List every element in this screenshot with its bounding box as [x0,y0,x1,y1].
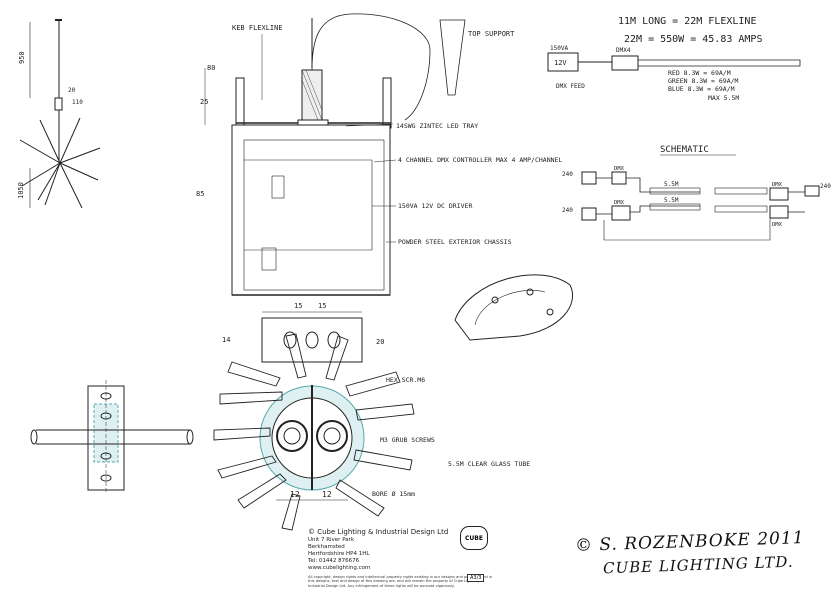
mounting-plate: 15 15 14 20 [222,302,384,363]
schematic-240c: 240 [820,183,831,190]
note-dmx-feed: DMX FEED [556,83,585,90]
dim-1050: 1050 [17,182,25,199]
schematic-dmx-b: DMX [614,200,625,206]
schematic-len-b: 5.5M [664,197,679,204]
wiring-schematic: SCHEMATIC 240 240 240 DMX DMX DMX DMX 5.… [562,145,831,241]
dim-20: 20 [68,87,76,94]
schematic-240b: 240 [562,207,573,214]
label-top-support: TOP SUPPORT [468,30,515,38]
note-150va: 150VA [550,45,568,52]
dim-20b: 20 [376,338,384,346]
dim-15a: 15 [294,302,302,310]
note-blue: BLUE 8.3W = 69A/M [668,85,735,93]
address-line-1: Unit 7 River Park [308,537,355,543]
note-red: RED 8.3W = 69A/M [668,69,731,77]
label-glass-tube: 5.5M CLEAR GLASS TUBE [448,460,530,468]
note-green: GREEN 8.3W = 69A/M [668,77,739,85]
note-12v: 12V [554,59,567,67]
dim-12b: 12 [322,490,332,499]
clamp-detail [30,380,194,494]
schematic-240a: 240 [562,171,573,178]
address-line-2: Berkhamsted [308,544,345,550]
cube-logo: CUBE [460,526,488,550]
dim-80: 80 [207,64,215,72]
dim-950: 950 [18,51,26,64]
dim-110: 110 [72,99,83,106]
perspective-bracket [454,274,573,341]
note-line1: 11M LONG = 22M FLEXLINE [618,16,756,27]
copyright-notice: All copyright, design rights and intelle… [308,575,493,588]
label-hex-screw: HEX SCR.M6 [386,376,425,384]
label-driver: 150VA 12V DC DRIVER [398,202,472,210]
dim-15b: 15 [318,302,326,310]
company-name: © Cube Lighting & Industrial Design Ltd [308,528,449,536]
label-bore: BORE Ø 15mm [372,490,415,498]
schematic-dmx-d: DMX [772,222,783,228]
note-line2: 22M = 550W = 45.83 AMPS [624,34,762,45]
schematic-dmx-a: DMX [614,166,625,172]
label-chassis: POWDER STEEL EXTERIOR CHASSIS [398,238,512,246]
sheet-size-badge: A3/3 [467,574,485,582]
power-notes: 11M LONG = 22M FLEXLINE 22M = 550W = 45.… [547,16,801,102]
dim-12a: 12 [290,490,300,499]
dim-14: 14 [222,336,230,344]
label-dmx-controller: 4 CHANNEL DMX CONTROLLER MAX 4 AMP/CHANN… [398,156,562,164]
chassis-section: 80 25 85 KEB FLEXLINE TOP SUPPORT 14SWG … [196,13,562,296]
note-max: MAX 5.5M [708,94,739,102]
schematic-len-a: 5.5M [664,181,679,188]
telephone: Tel: 01442 876676 [308,558,360,564]
note-dmx4: DMX4 [616,47,631,54]
hub-detail: 12 12 HEX SCR.M6 M3 GRUB SCREWS 5.5M CLE… [213,333,530,531]
schematic-dmx-c: DMX [772,182,783,188]
address-line-3: Hertfordshire HP4 1HL [308,551,370,557]
schematic-title: SCHEMATIC [660,145,709,155]
website: www.cubelighting.com [308,565,371,571]
dim-85: 85 [196,190,204,198]
label-grub-screws: M3 GRUB SCREWS [380,436,435,444]
pendant-overview: 950 20 110 1050 [17,19,101,209]
dim-25: 25 [200,98,208,106]
label-tray: 14SWG ZINTEC LED TRAY [396,122,478,130]
label-keb-flexline: KEB FLEXLINE [232,24,283,32]
title-block: © Cube Lighting & Industrial Design Ltd … [308,528,498,592]
